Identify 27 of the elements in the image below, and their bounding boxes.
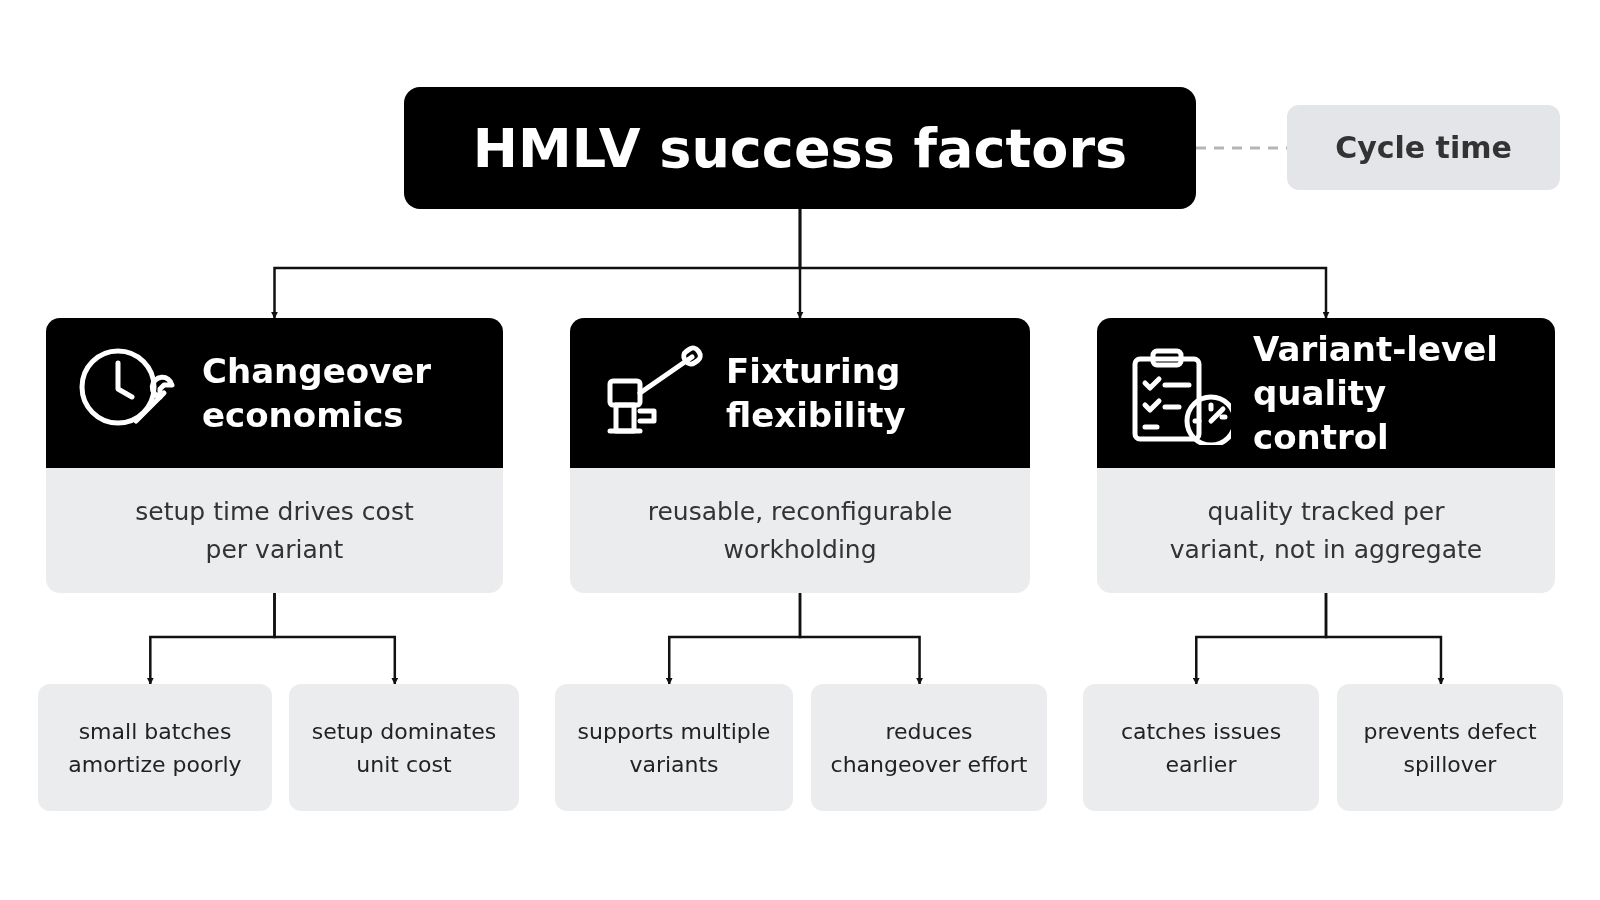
factor-card [570, 318, 1030, 593]
card-heading: Fixturing flexibility [726, 349, 907, 437]
outcome-text: prevents defect spillover [1362, 717, 1538, 779]
outcome-box [811, 684, 1047, 811]
card-description: reusable, reconfigurable workholding [646, 496, 954, 566]
arrow [798, 209, 1330, 319]
outcome-box [38, 684, 272, 811]
outcome-box [555, 684, 793, 811]
outcome-text: reduces changeover effort [829, 717, 1029, 779]
card-heading: Variant-level quality control [1253, 327, 1499, 460]
title-box: HMLV success factors [404, 87, 1196, 209]
factor-card [46, 318, 503, 593]
arrow [798, 593, 924, 685]
outcome-text: supports multiple variants [576, 717, 772, 779]
outcome-box [289, 684, 519, 811]
outcome-text: setup dominates unit cost [310, 717, 498, 779]
card-description: setup time drives cost per variant [134, 496, 415, 566]
outcome-text: catches issues earlier [1119, 717, 1283, 779]
outcome-box [1083, 684, 1319, 811]
outcome-box [1337, 684, 1563, 811]
outcome-text: small batches amortize poorly [67, 717, 243, 779]
side-note-box: Cycle time [1287, 105, 1560, 190]
arrow [1324, 593, 1445, 685]
factor-card [1097, 318, 1555, 593]
card-description: quality tracked per variant, not in aggregate [1168, 496, 1484, 566]
arrow [273, 593, 399, 685]
card-heading: Changeover economics [202, 349, 433, 437]
